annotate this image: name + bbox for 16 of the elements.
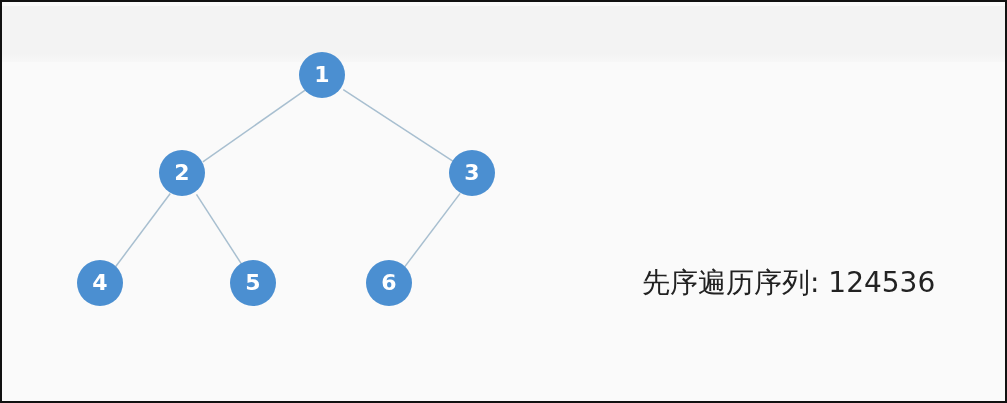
tree-node-circle [299, 52, 345, 98]
tree-edge [202, 89, 306, 163]
tree-edge [404, 192, 461, 268]
node-number: 4 [92, 272, 108, 294]
tree-node-circle [230, 260, 276, 306]
node-number: 5 [245, 272, 261, 294]
tree-node-circle [449, 150, 495, 196]
node-number: 1 [314, 64, 330, 86]
tree-edge [115, 192, 171, 268]
tree-node-circle [159, 150, 205, 196]
preorder-sequence-text: 先序遍历序列: 124536 [642, 266, 936, 300]
tree-node-circle [77, 260, 123, 306]
tree-node-circle [366, 260, 412, 306]
node-number: 6 [381, 272, 397, 294]
node-number: 2 [174, 162, 190, 184]
node-number: 3 [464, 162, 480, 184]
